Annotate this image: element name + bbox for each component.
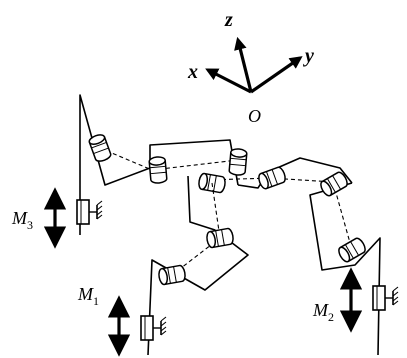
platform-joint-4: [256, 165, 288, 191]
origin-label: O: [248, 106, 261, 126]
x-axis-label: x: [187, 61, 198, 83]
leg-1-slider: [140, 315, 167, 341]
coordinate-frame: z x y O: [187, 9, 314, 126]
z-axis-arrow: [234, 36, 253, 93]
leg-3-joint-1: [87, 132, 113, 164]
leg-1-joint-2: [157, 264, 187, 286]
platform-joint-1: [148, 155, 168, 185]
leg-1-joint-1: [205, 227, 235, 249]
motor-1-label: M1: [77, 284, 99, 308]
y-axis-label: y: [303, 45, 314, 67]
leg-2-joint-2: [335, 235, 369, 265]
motor-2-label: M2: [312, 300, 334, 324]
z-axis-label: z: [224, 9, 233, 31]
x-axis-arrow: [205, 68, 252, 94]
leg-1: M1: [77, 182, 249, 357]
leg-2-slider: [372, 285, 399, 311]
platform-joint-2: [228, 147, 248, 177]
leg-3-slider: [76, 199, 103, 225]
leg-2: M2: [309, 169, 399, 356]
y-axis-arrow: [250, 56, 303, 94]
motor-3-label: M3: [11, 208, 33, 232]
leg-3: M3: [11, 94, 153, 249]
